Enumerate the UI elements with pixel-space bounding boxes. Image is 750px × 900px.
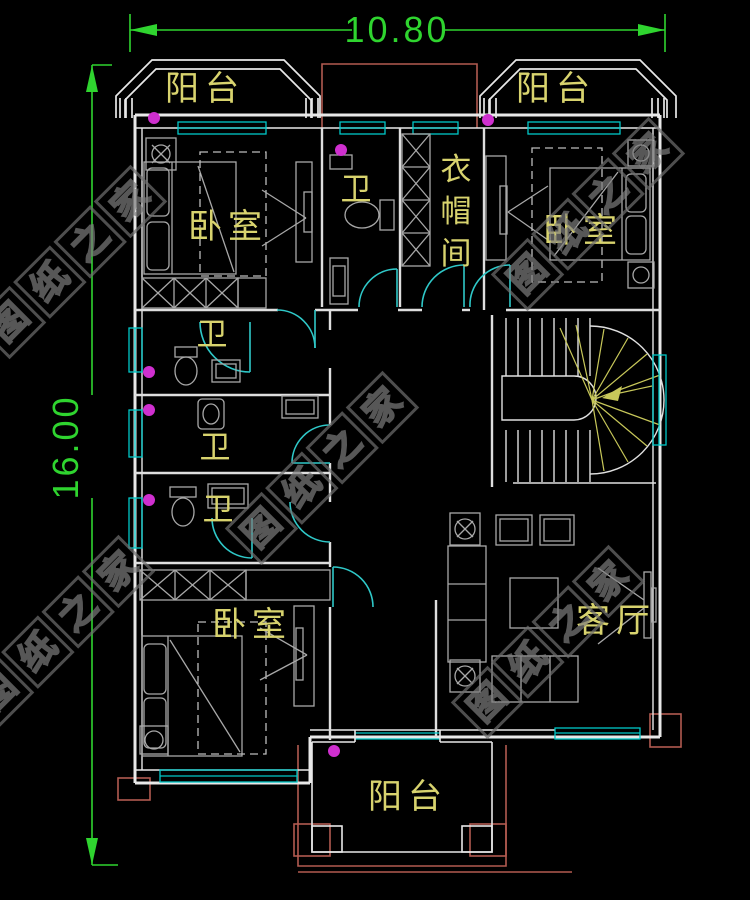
room-label-cloakroom-char1: 衣 (441, 152, 472, 187)
staircase (501, 318, 665, 484)
room-label-bathroom-mid-1: 卫 (197, 317, 228, 352)
furniture-bedroom-top-right (485, 139, 655, 289)
furniture-living-room (447, 512, 657, 703)
furniture-bathrooms-left (169, 346, 319, 527)
dimension-height-label: 16.00 (45, 394, 86, 499)
magenta-dots (143, 112, 494, 757)
room-label-cloakroom-char2: 帽 (441, 194, 472, 229)
room-label-bedroom-top-right: 卧室 (543, 212, 623, 250)
room-label-bedroom-bottom: 卧室 (212, 606, 292, 644)
room-label-bathroom-top: 卫 (341, 172, 372, 207)
room-label-balcony-top-left: 阳台 (165, 70, 245, 108)
doors (199, 264, 511, 742)
room-label-bathroom-mid-3: 卫 (203, 492, 234, 527)
dimension-annotations (86, 14, 666, 866)
windows (128, 121, 667, 783)
dimension-width-label: 10.80 (344, 9, 449, 50)
interior-walls (135, 128, 660, 740)
room-label-balcony-top-right: 阳台 (516, 70, 596, 108)
room-label-bathroom-mid-2: 卫 (200, 430, 231, 465)
room-label-bedroom-top-left: 卧室 (188, 208, 268, 246)
furniture-cloakroom (401, 133, 431, 267)
stair-direction-arrow-icon (602, 386, 622, 401)
room-label-balcony-bottom: 阳台 (368, 778, 448, 816)
room-label-cloakroom-char3: 间 (441, 236, 472, 271)
balcony-top-right-outline (479, 59, 677, 118)
balcony-bottom-outline (311, 741, 493, 853)
furniture-bedroom-top-left (141, 137, 313, 309)
room-label-living-room: 客厅 (576, 602, 656, 640)
furniture-bedroom-bottom (139, 569, 331, 757)
